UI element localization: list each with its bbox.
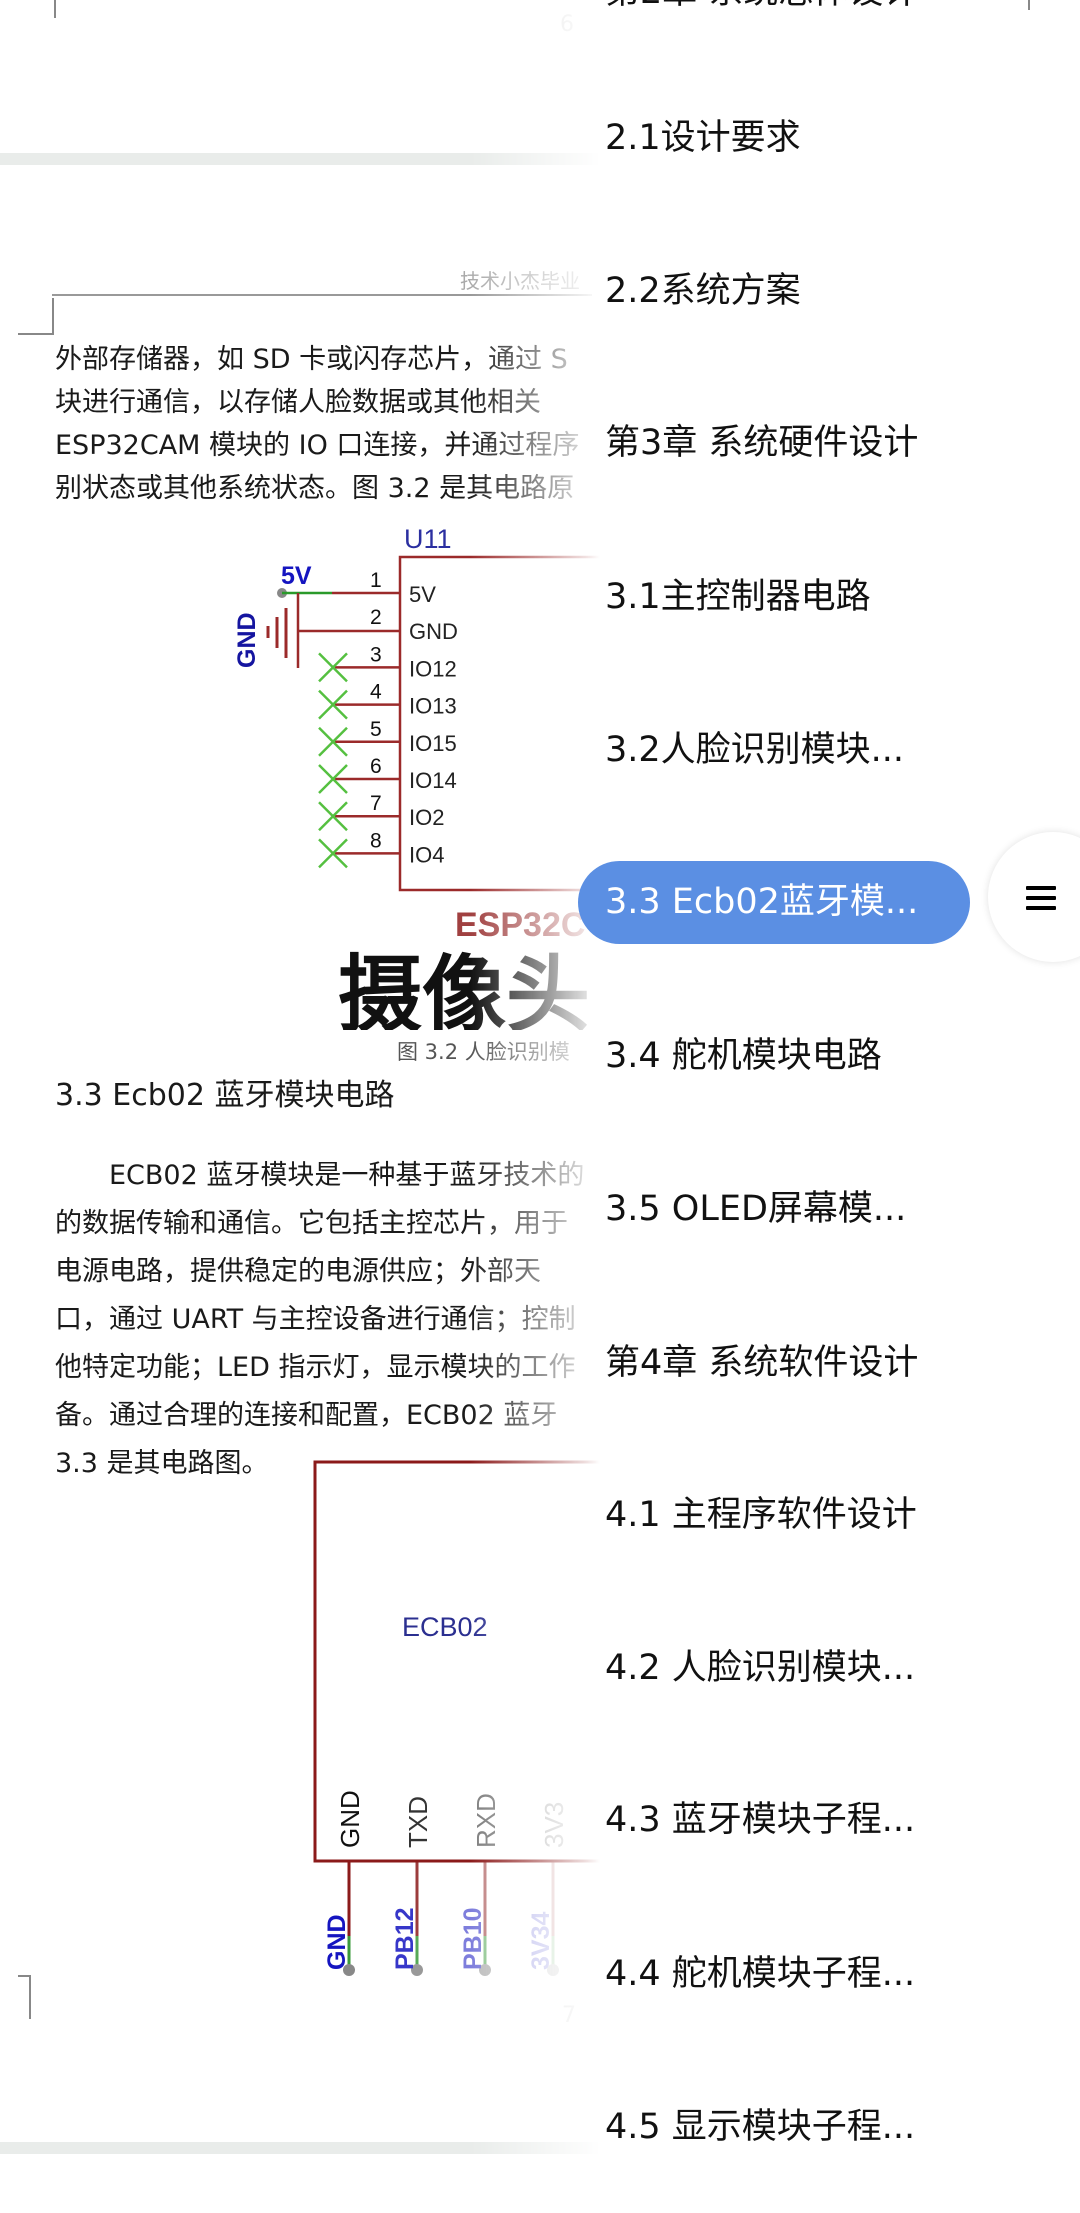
- no-connect-x-icon: [318, 652, 348, 683]
- pin-name: TXD: [403, 1796, 433, 1848]
- toc-item[interactable]: 4.2 人脸识别模块...: [605, 1648, 916, 1688]
- page-number: 6: [560, 12, 574, 37]
- ground-net-label: GND: [233, 612, 261, 668]
- page-corner-mark: [18, 1975, 31, 2019]
- table-of-contents-panel: 第2章 系统总体设计 2.1设计要求 2.2系统方案 第3章 系统硬件设计 3.…: [578, 0, 1080, 2213]
- pin-number: 8: [370, 829, 382, 852]
- paragraph: ECB02 蓝牙模块是一种基于蓝牙技术的 的数据传输和通信。它包括主控芯片，用于…: [55, 1152, 590, 1488]
- text-line: 电源电路，提供稳定的电源供应；外部天: [55, 1256, 541, 1287]
- pin-number: 4: [370, 681, 382, 704]
- toc-item-active[interactable]: 3.3 Ecb02蓝牙模...: [578, 861, 970, 944]
- text-line: 他特定功能；LED 指示灯，显示模块的工作: [55, 1352, 576, 1383]
- ref-label: U11: [404, 524, 452, 554]
- net-junction: [411, 1964, 423, 1976]
- pin-name: IO4: [409, 842, 444, 867]
- no-connect-x-icon: [318, 764, 348, 794]
- text-line: ESP32CAM 模块的 IO 口连接，并通过程序: [55, 430, 580, 461]
- pin-number: 1: [370, 569, 382, 592]
- toc-item[interactable]: 第3章 系统硬件设计: [605, 423, 919, 463]
- net-label: 3V34: [527, 1912, 555, 1970]
- toc-item[interactable]: 2.2系统方案: [605, 271, 801, 311]
- text-line: ECB02 蓝牙模块是一种基于蓝牙技术的: [55, 1160, 585, 1191]
- component-box: [398, 555, 600, 892]
- figure-caption: 图 3.2 人脸识别模: [397, 1040, 570, 1064]
- no-connect-x-icon: [318, 838, 348, 869]
- paragraph: 外部存储器，如 SD 卡或闪存芯片，通过 S 块进行通信，以存储人脸数据或其他相…: [55, 338, 590, 510]
- section-heading: 3.3 Ecb02 蓝牙模块电路: [55, 1078, 395, 1113]
- page-corner-mark: [1028, 0, 1030, 10]
- toc-item[interactable]: 4.4 舵机模块子程...: [605, 1954, 916, 1994]
- toc-item[interactable]: 第2章 系统总体设计: [605, 0, 918, 14]
- page-corner-mark: [54, 0, 56, 18]
- toc-item[interactable]: 3.4 舵机模块电路: [605, 1036, 882, 1076]
- pin-name: 5V: [409, 582, 436, 607]
- toc-item[interactable]: 3.2人脸识别模块...: [605, 730, 905, 770]
- toc-item[interactable]: 4.5 显示模块子程...: [605, 2107, 916, 2147]
- pin-name: IO13: [409, 694, 457, 719]
- pin-name: 3V3: [539, 1802, 569, 1848]
- text-line: 外部存储器，如 SD 卡或闪存芯片，通过 S: [55, 344, 568, 375]
- part-name-label: ESP32C: [455, 906, 585, 944]
- net-label: PB12: [391, 1907, 419, 1970]
- part-name-label: ECB02: [402, 1612, 488, 1642]
- net-label: PB10: [459, 1907, 487, 1970]
- pin-number: 5: [370, 718, 382, 741]
- net-junction: [343, 1964, 355, 1976]
- no-connect-x-icon: [318, 726, 348, 757]
- figure-3-3-schematic: ECB02 GND GND TXD PB12 RXD PB10 3V3 3V34: [313, 1460, 600, 1976]
- figure-3-2-schematic: U11 5V GND 15V2GND3IO124IO135IO156IO147I…: [233, 524, 600, 1030]
- pin: GND GND: [323, 1790, 365, 1976]
- pin-name: IO2: [409, 805, 444, 830]
- page-separator: [0, 2142, 600, 2154]
- text-line: 块进行通信，以存储人脸数据或其他相关: [55, 387, 541, 418]
- toc-item[interactable]: 3.1主控制器电路: [605, 577, 871, 617]
- pin-name: IO12: [409, 656, 457, 681]
- no-connect-x-icon: [318, 689, 348, 720]
- toc-item[interactable]: 4.3 蓝牙模块子程...: [605, 1800, 916, 1840]
- toc-item-label: 3.3 Ecb02蓝牙模...: [605, 882, 919, 922]
- toc-item[interactable]: 第4章 系统软件设计: [605, 1343, 919, 1383]
- pin-name: GND: [409, 619, 458, 644]
- power-net-label: 5V: [281, 562, 312, 590]
- page-separator: [0, 153, 600, 165]
- toc-item[interactable]: 2.1设计要求: [605, 118, 801, 158]
- pin: RXD PB10: [459, 1793, 501, 1976]
- pin-name: GND: [335, 1790, 365, 1848]
- text-line: 别状态或其他系统状态。图 3.2 是其电路原: [55, 473, 575, 504]
- net-label: GND: [323, 1914, 351, 1970]
- toc-item[interactable]: 4.1 主程序软件设计: [605, 1495, 917, 1535]
- no-connect-x-icon: [318, 801, 348, 832]
- toc-item[interactable]: 3.5 OLED屏幕模...: [605, 1189, 907, 1229]
- pin-number: 6: [370, 755, 382, 778]
- net-junction: [479, 1964, 491, 1976]
- header-rule: [52, 294, 592, 296]
- document-page-view[interactable]: 6 技术小杰毕业 外部存储器，如 SD 卡或闪存芯片，通过 S 块进行通信，以存…: [0, 0, 600, 2213]
- pin: TXD PB12: [391, 1796, 433, 1976]
- pin: 3V3 3V34: [527, 1802, 569, 1976]
- text-line: 口，通过 UART 与主控设备进行通信；控制: [55, 1304, 576, 1335]
- text-line: 3.3 是其电路图。: [55, 1448, 269, 1479]
- net-junction: [547, 1964, 559, 1976]
- pin-number: 7: [370, 792, 382, 815]
- pin-number: 2: [370, 606, 382, 629]
- pin-name: IO15: [409, 731, 457, 756]
- page-number: 7: [562, 2003, 576, 2028]
- pin-name: RXD: [471, 1793, 501, 1848]
- text-line: 的数据传输和通信。它包括主控芯片，用于: [55, 1208, 568, 1239]
- running-header: 技术小杰毕业: [460, 269, 580, 293]
- component-box: [313, 1460, 600, 1863]
- page-corner-mark: [18, 298, 54, 335]
- pin-name: IO14: [409, 768, 457, 793]
- figure-big-label: 摄像头: [338, 946, 590, 1030]
- ground-symbol: [266, 608, 288, 658]
- pin-number: 3: [370, 643, 382, 666]
- text-line: 备。通过合理的连接和配置，ECB02 蓝牙: [55, 1400, 558, 1431]
